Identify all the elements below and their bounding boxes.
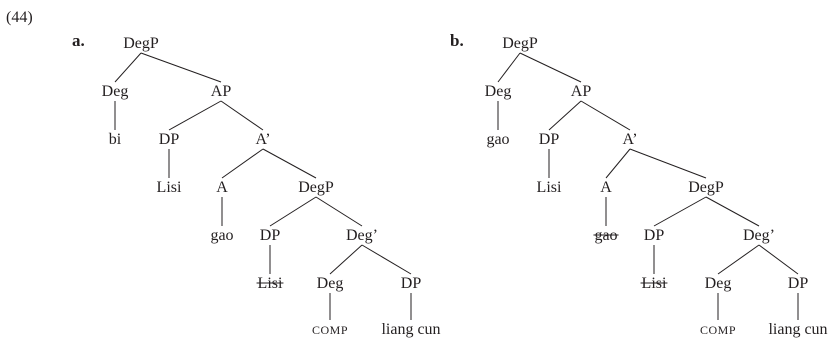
- tree-node-a-n7: A: [216, 179, 228, 196]
- tree-node-b-n6: A’: [622, 131, 637, 148]
- tree-edge-b-n9-n10: [653, 196, 707, 227]
- tree-edge-a-n6-n7: [221, 148, 264, 179]
- tree-edge-a-n6-n9: [262, 148, 317, 179]
- tree-node-b-n10: DP: [644, 227, 665, 244]
- tree-node-a-n16: liang cun: [381, 321, 440, 338]
- tree-label-b: b.: [450, 31, 464, 50]
- tree-node-b-n12: Deg’: [743, 227, 775, 244]
- tree-node-a-n15: DP: [401, 275, 422, 292]
- tree-edge-a-n12-n15: [361, 244, 412, 275]
- tree-label-a: a.: [72, 31, 85, 50]
- tree-node-b-n2: gao: [486, 131, 509, 148]
- tree-edge-a-n0-n1: [114, 52, 142, 83]
- tree-node-b-n16: liang cun: [768, 321, 827, 338]
- tree-node-a-n8: gao: [210, 227, 233, 244]
- tree-node-b-n13: Deg: [705, 275, 732, 292]
- tree-node-a-n13: Deg: [317, 275, 344, 292]
- tree-node-a-n2: bi: [109, 131, 122, 148]
- tree-node-a-n5: Lisi: [157, 179, 182, 196]
- tree-node-b-n0: DegP: [502, 35, 538, 52]
- tree-edge-b-n0-n3: [519, 52, 582, 83]
- tree-node-a-n3: AP: [211, 83, 232, 100]
- tree-node-b-n7: A: [600, 179, 612, 196]
- tree-edge-b-n6-n9: [629, 148, 707, 179]
- tree-node-a-n1: Deg: [102, 83, 129, 100]
- example-number: (44): [6, 9, 33, 26]
- tree-node-b-n4: DP: [539, 131, 560, 148]
- tree-edge-b-n12-n15: [758, 244, 799, 275]
- tree-node-b-n5: Lisi: [537, 179, 562, 196]
- tree-node-a-n0: DegP: [123, 35, 159, 52]
- tree-edge-b-n6-n7: [605, 148, 631, 179]
- tree-node-b-n9: DegP: [688, 179, 724, 196]
- tree-node-a-n9: DegP: [298, 179, 334, 196]
- tree-node-a-n12: Deg’: [346, 227, 378, 244]
- tree-node-b-n3: AP: [571, 83, 592, 100]
- tree-b: b.DegPDeggaoAPDPLisiA’AgaoDegPDPLisiDeg’…: [450, 31, 828, 338]
- tree-edge-b-n3-n4: [548, 100, 582, 131]
- tree-edge-a-n12-n13: [329, 244, 363, 275]
- tree-node-a-n14: COMP: [312, 323, 348, 337]
- tree-edge-a-n9-n10: [269, 196, 317, 227]
- tree-edge-a-n0-n3: [140, 52, 222, 83]
- tree-node-a-n6: A’: [255, 131, 270, 148]
- tree-node-a-n10: DP: [260, 227, 281, 244]
- tree-node-a-n4: DP: [159, 131, 180, 148]
- tree-node-b-n14: COMP: [700, 323, 736, 337]
- tree-edge-a-n3-n6: [220, 100, 264, 131]
- tree-node-b-n1: Deg: [485, 83, 512, 100]
- tree-edge-b-n0-n1: [497, 52, 521, 83]
- tree-a: a.DegPDegbiAPDPLisiA’AgaoDegPDPLisiDeg’D…: [72, 31, 441, 338]
- tree-edge-b-n3-n6: [580, 100, 631, 131]
- tree-edge-a-n9-n12: [315, 196, 363, 227]
- tree-edge-b-n9-n12: [705, 196, 760, 227]
- tree-edge-b-n12-n13: [717, 244, 760, 275]
- tree-edge-a-n3-n4: [168, 100, 222, 131]
- tree-node-b-n15: DP: [788, 275, 809, 292]
